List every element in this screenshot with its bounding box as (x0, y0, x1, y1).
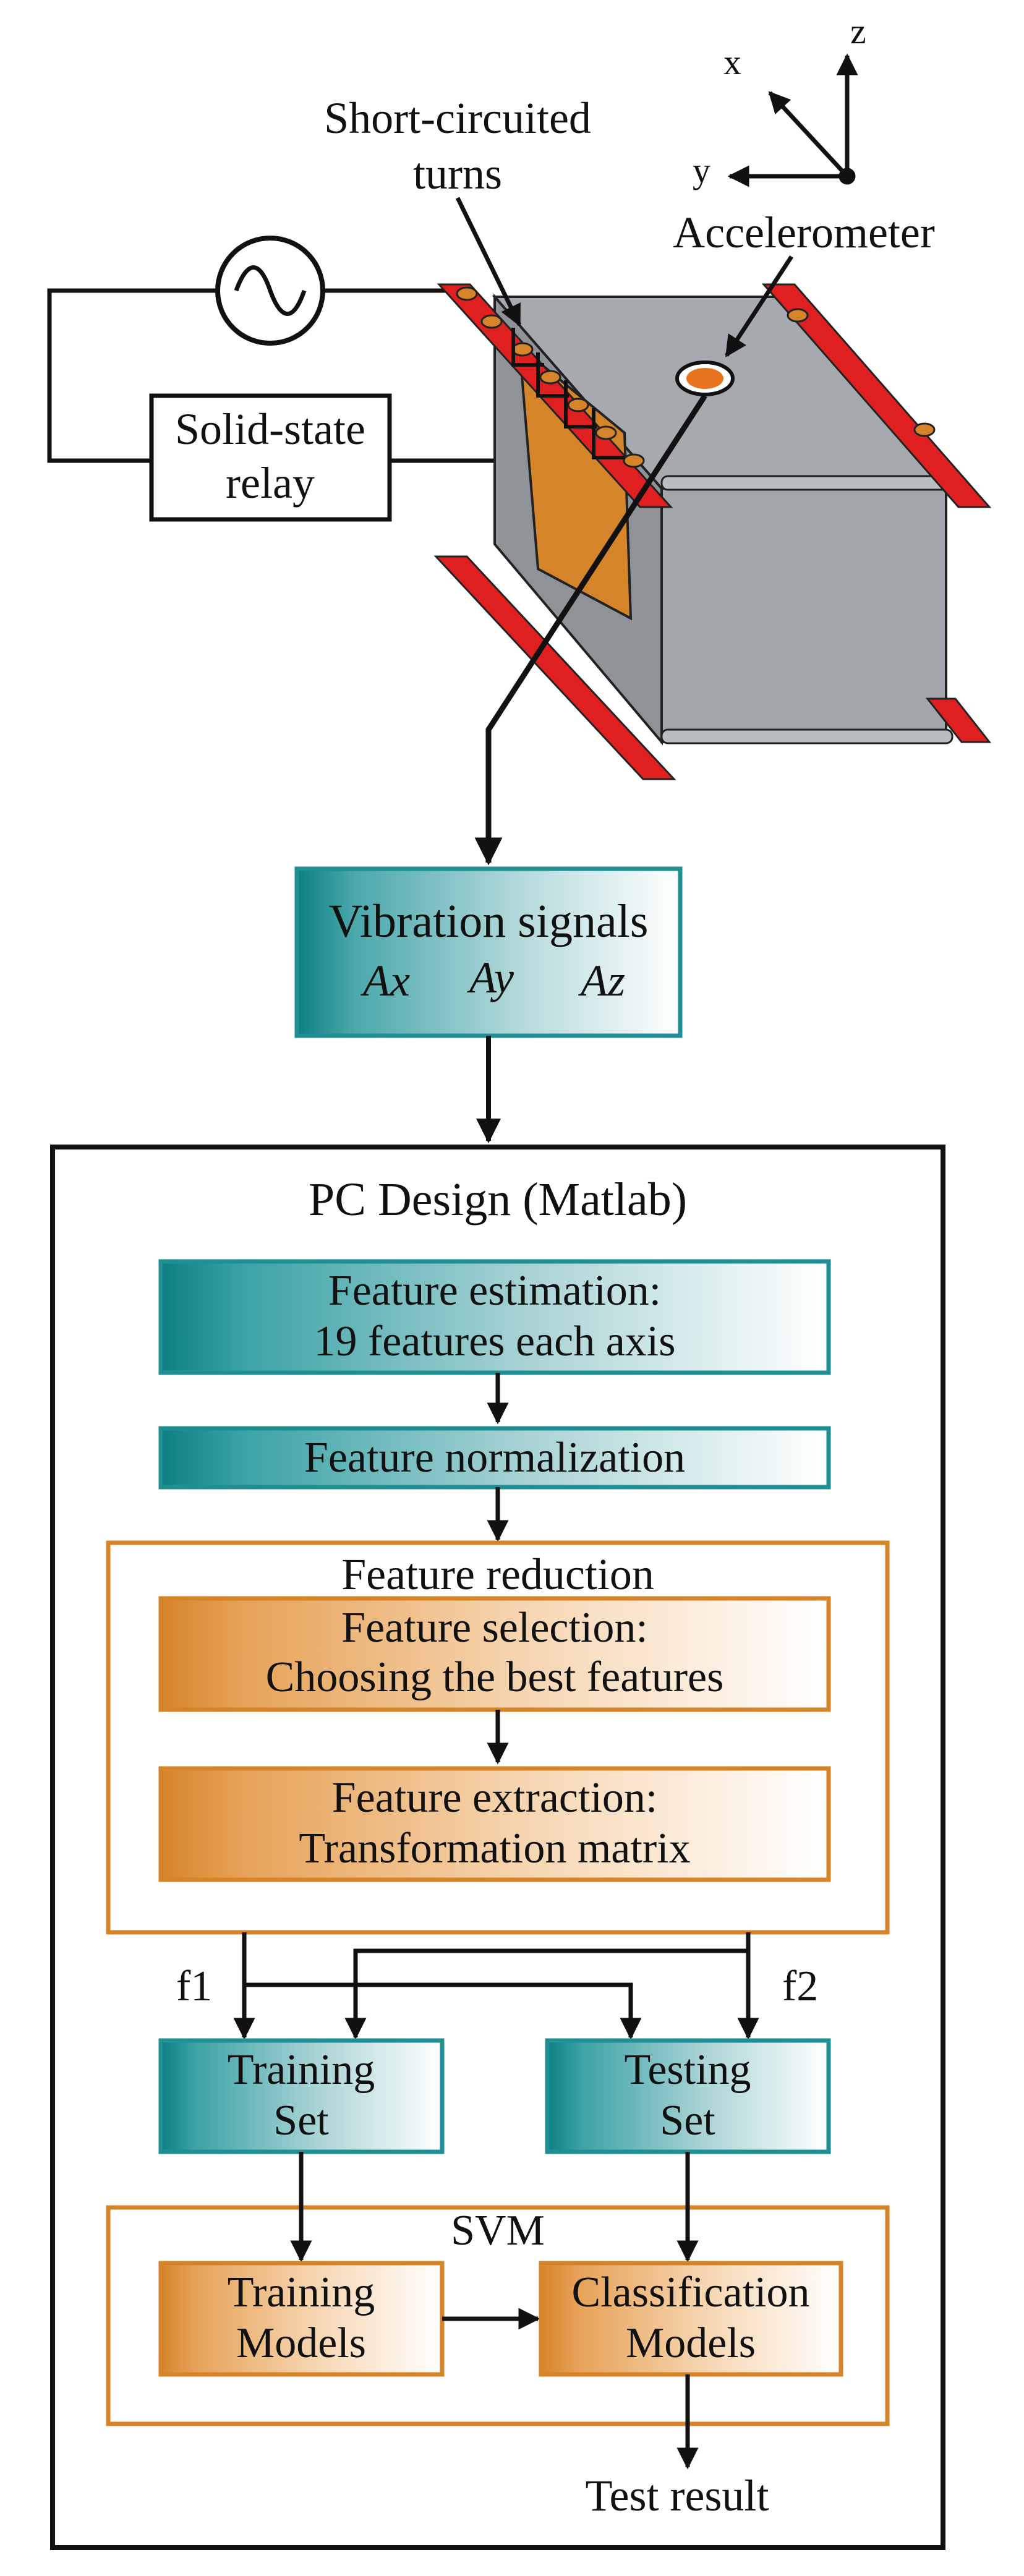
svm-title: SVM (451, 2207, 545, 2254)
bolts (456, 286, 936, 468)
clamp-bottom-right (925, 697, 992, 743)
feature-estimation-line1: Feature estimation: (328, 1267, 661, 1315)
testing-set-line1: Testing (624, 2046, 751, 2094)
training-set-box (158, 2038, 445, 2154)
tie-rod-bottom (660, 728, 954, 744)
clamp-bottom-left (433, 555, 676, 780)
training-models-line1: Training (228, 2269, 375, 2316)
x-axis-label: x (723, 42, 741, 82)
f1-label: f1 (176, 1963, 212, 2010)
accelerometer-pointer-arrow (725, 255, 793, 357)
feature-extraction-line1: Feature extraction: (332, 1774, 658, 1822)
short-circuited-label-2: turns (413, 149, 502, 198)
feature-routing-lines (233, 1932, 759, 2040)
vibration-signals-title: Vibration signals (329, 895, 649, 947)
classification-models-line2: Models (626, 2319, 756, 2367)
pc-design-box (50, 1145, 945, 2550)
z-axis-label: z (850, 11, 866, 51)
x-axis-arrow (768, 91, 849, 178)
axes-origin (838, 168, 856, 185)
pc-design-title: PC Design (Matlab) (309, 1174, 687, 1226)
feature-extraction-box (158, 1766, 831, 1882)
signal-ax: Ax (361, 956, 410, 1005)
clamp-top-right (761, 283, 992, 508)
test-result-label: Test result (586, 2471, 769, 2520)
feature-selection-line1: Feature selection: (341, 1604, 648, 1652)
accelerometer-label: Accelerometer (673, 208, 935, 257)
classification-models-line1: Classification (572, 2269, 810, 2316)
feature-estimation-box (158, 1259, 831, 1375)
feature-estimation-line2: 19 features each axis (314, 1318, 676, 1365)
solid-state-relay-box (149, 393, 392, 522)
relay-label-2: relay (226, 458, 315, 508)
feature-normalization-label: Feature normalization (304, 1434, 685, 1482)
axes-triad (727, 53, 858, 187)
classification-models-box (539, 2261, 843, 2377)
f2-label: f2 (782, 1963, 818, 2010)
short-circuited-label-1: Short-circuited (324, 93, 591, 143)
sine-wave-icon (234, 265, 307, 316)
training-models-line2: Models (236, 2319, 366, 2367)
feature-normalization-box (158, 1426, 831, 1490)
relay-label-1: Solid-state (175, 404, 365, 454)
y-axis-label: y (693, 150, 710, 190)
feature-selection-line2: Choosing the best features (266, 1653, 724, 1701)
core-front-face (660, 487, 947, 743)
signal-ay: Ay (467, 953, 514, 1002)
transformer-illustration (433, 283, 992, 780)
training-set-line2: Set (273, 2097, 329, 2144)
feature-selection-box (158, 1596, 831, 1712)
feature-extraction-line2: Transformation matrix (299, 1825, 690, 1872)
signal-az: Az (578, 956, 625, 1005)
testing-set-line2: Set (660, 2097, 715, 2144)
training-set-line1: Training (228, 2046, 375, 2094)
tie-rod-top (660, 475, 954, 491)
testing-set-box (545, 2038, 831, 2154)
short-circuit-pointer-arrow (455, 197, 522, 327)
vibration-signals-box (294, 866, 683, 1038)
sensor-cable-arrow (474, 394, 707, 866)
feature-reduction-title: Feature reduction (341, 1550, 654, 1599)
